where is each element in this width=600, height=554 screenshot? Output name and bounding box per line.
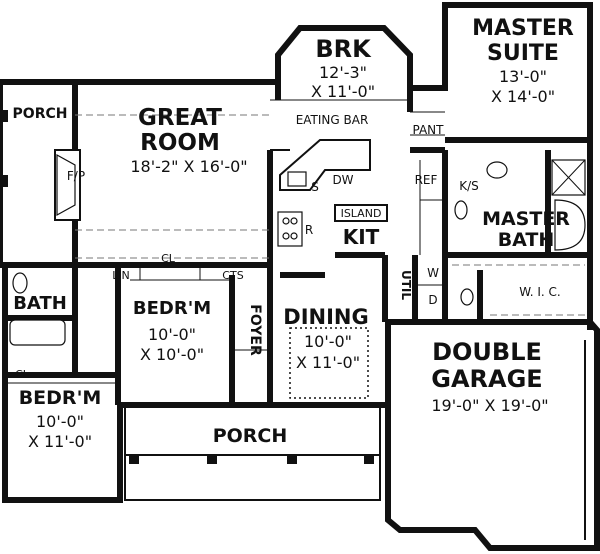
porch-left-label: PORCH: [13, 106, 68, 122]
linen-label: LIN: [112, 269, 130, 282]
master-suite-dim-2: X 14'-0": [491, 87, 555, 106]
range-label: R: [305, 223, 313, 237]
dining-dim-2: X 11'-0": [296, 353, 360, 372]
garage-title-1: DOUBLE: [432, 338, 542, 366]
washer-label: W: [427, 266, 439, 280]
master-suite-dim-1: 13'-0": [499, 67, 547, 86]
closet-bedroom3-label: CL: [15, 368, 30, 381]
garage-dims: 19'-0" X 19'-0": [431, 396, 548, 415]
wic-label: W. I. C.: [519, 285, 560, 299]
dining-title: DINING: [283, 305, 368, 329]
breakfast-dim-2: X 11'-0": [311, 82, 375, 101]
coats-label: CTS: [222, 269, 243, 282]
fixtures: [0, 110, 586, 540]
room-labels: PORCH GREAT ROOM 18'-2" X 16'-0" F/P BRK…: [13, 16, 574, 451]
dishwasher-label: DW: [332, 173, 353, 187]
ks-label: K/S: [459, 179, 479, 193]
foyer-label: FOYER: [247, 304, 263, 356]
bedroom2-title: BEDR'M: [133, 298, 211, 319]
master-bath-title-1: MASTER: [482, 208, 570, 230]
porch-front-label: PORCH: [213, 425, 288, 447]
bedroom3-dim-2: X 11'-0": [28, 432, 92, 451]
master-suite-title-2: SUITE: [487, 41, 559, 66]
great-room-dims: 18'-2" X 16'-0": [130, 157, 247, 176]
master-bath-title-2: BATH: [498, 229, 555, 251]
bedroom3-title: BEDR'M: [19, 387, 102, 409]
bedroom2-dim-2: X 10'-0": [140, 345, 204, 364]
breakfast-title: BRK: [315, 35, 372, 63]
closet-bedroom2-label: CL: [161, 252, 176, 265]
interior-lines: [5, 99, 585, 399]
great-room-title-2: ROOM: [140, 130, 220, 156]
refrigerator-label: REF: [415, 173, 438, 187]
breakfast-dim-1: 12'-3": [319, 63, 367, 82]
pantry-label: PANT: [413, 123, 445, 137]
utility-label: UTIL: [399, 270, 413, 300]
bedroom2-dim-1: 10'-0": [148, 325, 196, 344]
dining-dim-1: 10'-0": [304, 332, 352, 351]
kitchen-title: KIT: [343, 225, 380, 249]
sink-label: S: [311, 180, 319, 194]
bath-title: BATH: [13, 293, 67, 314]
garage-title-2: GARAGE: [431, 365, 542, 393]
fireplace-label: F/P: [67, 169, 85, 183]
island-label: ISLAND: [341, 207, 382, 220]
dryer-label: D: [428, 293, 437, 307]
bedroom3-dim-1: 10'-0": [36, 412, 84, 431]
great-room-title-1: GREAT: [138, 105, 222, 131]
eating-bar-label: EATING BAR: [296, 113, 369, 127]
master-suite-title-1: MASTER: [472, 16, 574, 41]
